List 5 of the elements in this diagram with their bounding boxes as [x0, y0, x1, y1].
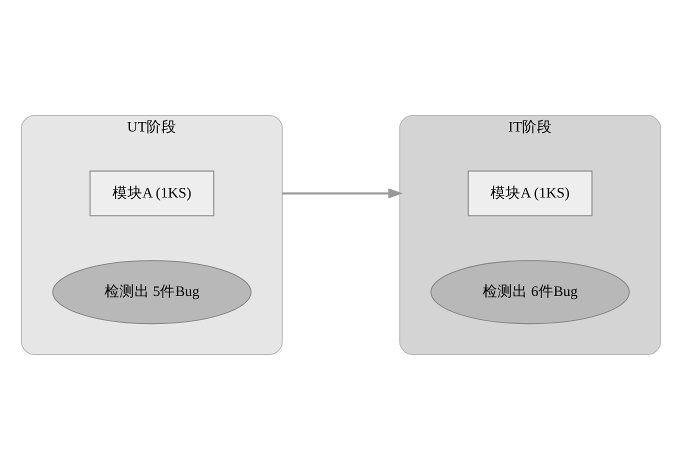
arrow: [282, 188, 403, 199]
node-ellipse: 检测出 6件Bug: [430, 260, 630, 324]
node-ellipse: 检测出 5件Bug: [52, 260, 252, 324]
node-box: 模块A (1KS): [90, 170, 214, 216]
node-box: 模块A (1KS): [468, 170, 592, 216]
